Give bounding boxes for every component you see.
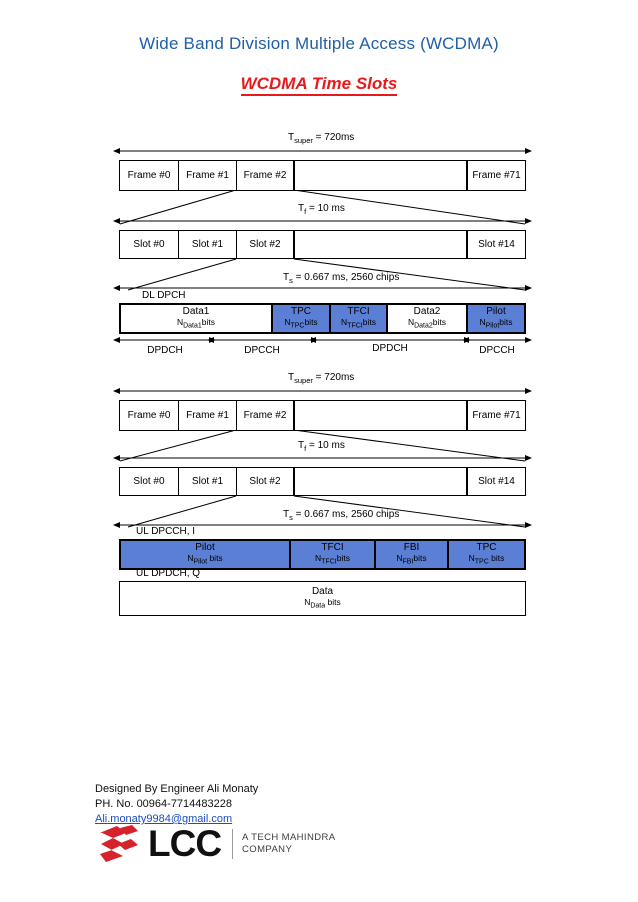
ul-frame-row: Slot #0 Slot #1 Slot #2 Slot #14 — [119, 467, 526, 496]
frame-cell: Frame #0 — [120, 401, 179, 430]
dpcch-field-fbi: FBI NFBIbits — [376, 541, 449, 568]
ul-superframe-dim-label: Tsuper = 720ms — [288, 372, 355, 385]
frame-cell-blank — [295, 401, 468, 430]
dpch-field-tpc: TPC NTPCbits — [273, 305, 331, 332]
footer-email-link[interactable]: Ali.monaty9984@gmail.com — [95, 813, 233, 825]
dl-dpch-row: Data1 NData1bits TPC NTPCbits TFCI NTFCI… — [119, 303, 526, 334]
frame-cell: Frame #71 — [472, 409, 521, 421]
page-subtitle-text: WCDMA Time Slots — [240, 74, 398, 96]
dpcch-field-tpc: TPC NTPC bits — [449, 541, 524, 568]
logo-tagline-line1: A TECH MAHINDRA — [242, 832, 336, 843]
dl-frame-dim-label: Tf = 10 ms — [298, 203, 345, 216]
ul-superframe-row: Frame #0 Frame #1 Frame #2 Frame #71 — [119, 400, 526, 431]
ul-slot-dim-label: Ts = 0.667 ms, 2560 chips — [283, 509, 400, 522]
dpcch-field-tfci: TFCI NTFCIbits — [291, 541, 376, 568]
frame-cell: Frame #71 — [472, 169, 521, 181]
slot-cell: Slot #14 — [478, 238, 515, 250]
frame-cell: Frame #1 — [179, 401, 237, 430]
page-title: Wide Band Division Multiple Access (WCDM… — [139, 34, 499, 53]
ul-frame-dim-label: Tf = 10 ms — [298, 440, 345, 453]
ul-dpcch-row: Pilot NPilot bits TFCI NTFCIbits FBI NFB… — [119, 539, 526, 570]
slot-cell: Slot #2 — [237, 231, 295, 258]
slot-cell: Slot #2 — [237, 468, 295, 495]
dl-frame-row: Slot #0 Slot #1 Slot #2 Slot #14 — [119, 230, 526, 259]
dl-subchannel-dpcch-2: DPCCH — [479, 345, 515, 356]
frame-cell: Frame #2 — [237, 161, 295, 190]
dpch-field-data2: Data2 NData2bits — [388, 305, 468, 332]
ul-dpcch-tag: UL DPCCH, I — [136, 526, 196, 537]
lcc-wordmark: LCC — [148, 823, 222, 864]
footer: Designed By Engineer Ali Monaty PH. No. … — [95, 782, 555, 827]
dpdch-field-data: Data NData bits — [304, 586, 341, 610]
frame-cell: Frame #2 — [237, 401, 295, 430]
footer-designer: Designed By Engineer Ali Monaty — [95, 783, 259, 795]
ul-dpdch-tag: UL DPDCH, Q — [136, 568, 201, 579]
slot-cell-blank — [295, 231, 468, 258]
slot-cell: Slot #1 — [179, 468, 237, 495]
dl-subchannel-dpdch-1: DPDCH — [147, 345, 183, 356]
frame-cell: Frame #0 — [120, 161, 179, 190]
page-subtitle: WCDMA Time Slots — [0, 74, 638, 96]
ul-dpdch-row: Data NData bits — [119, 581, 526, 616]
logo-tagline-line2: COMPANY — [242, 844, 293, 855]
dpch-field-tfci: TFCI NTFCIbits — [331, 305, 388, 332]
dl-superframe-row: Frame #0 Frame #1 Frame #2 Frame #71 — [119, 160, 526, 191]
logo-tagline: A TECH MAHINDRA COMPANY — [242, 832, 335, 856]
dl-subchannel-dpdch-2: DPDCH — [372, 343, 408, 354]
dl-slot-dim-label: Ts = 0.667 ms, 2560 chips — [283, 272, 400, 285]
slot-cell: Slot #0 — [120, 231, 179, 258]
slot-cell: Slot #1 — [179, 231, 237, 258]
dl-subchannel-dpcch-1: DPCCH — [244, 345, 280, 356]
frame-cell: Frame #1 — [179, 161, 237, 190]
lcc-logo: LCC A TECH MAHINDRA COMPANY — [100, 822, 336, 866]
slot-cell: Slot #0 — [120, 468, 179, 495]
lcc-chevron-icon — [100, 825, 138, 862]
slot-cell: Slot #14 — [478, 475, 515, 487]
slot-cell-blank — [295, 468, 468, 495]
frame-cell-blank — [295, 161, 468, 190]
footer-phone: PH. No. 00964-7714483228 — [95, 798, 232, 810]
dpch-field-pilot: Pilot NPilotbits — [468, 305, 524, 332]
dl-superframe-dim-label: Tsuper = 720ms — [288, 132, 355, 145]
dpch-field-data1: Data1 NData1bits — [121, 305, 273, 332]
dpcch-field-pilot: Pilot NPilot bits — [121, 541, 291, 568]
logo-divider — [232, 829, 234, 859]
dl-dpch-tag: DL DPCH — [142, 290, 186, 301]
